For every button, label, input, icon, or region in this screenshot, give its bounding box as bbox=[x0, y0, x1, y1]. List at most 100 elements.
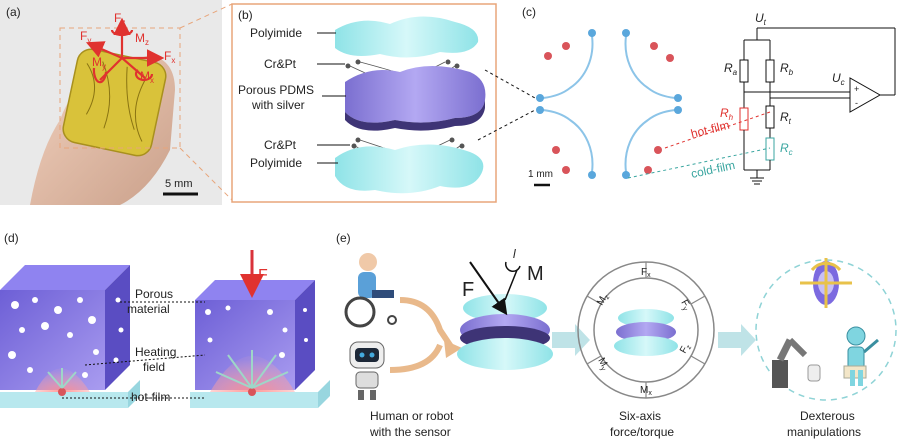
panel-c: (c) 1 mm hot-film cold-film bbox=[522, 5, 896, 187]
flow-arrowhead bbox=[444, 340, 462, 358]
panel-d-leaders bbox=[62, 301, 206, 399]
panel-e: (e) F M l bbox=[336, 231, 897, 439]
layer-crpt-top: Cr&Pt bbox=[264, 57, 297, 71]
mx-label: Mx bbox=[140, 69, 154, 85]
heat-arrows-left bbox=[47, 368, 77, 389]
zoom-line-bottom bbox=[179, 147, 233, 201]
robot-icon bbox=[349, 341, 385, 400]
flow-arrow-1 bbox=[552, 324, 590, 356]
sensor-on-finger bbox=[62, 48, 167, 157]
rb-label: Rb bbox=[780, 61, 794, 77]
caption-human-robot-1: Human or robot bbox=[370, 409, 454, 423]
wheel-my: My bbox=[595, 356, 612, 373]
porous-pdms-edge bbox=[345, 100, 485, 131]
hot-film-dot-right bbox=[248, 388, 256, 396]
caption-human-robot-2: with the sensor bbox=[369, 425, 451, 439]
cold-film-link bbox=[627, 147, 771, 179]
wheel-fz: Fz bbox=[678, 341, 693, 356]
base-plate-right-side bbox=[318, 380, 330, 408]
panel-e-label: (e) bbox=[336, 231, 351, 245]
fx-label: Fx bbox=[164, 49, 175, 65]
axis-arrows bbox=[85, 17, 165, 84]
panel-b: (b) Polyimide Cr&Pt Porous PDMS with sil… bbox=[231, 3, 536, 203]
car-toy bbox=[800, 258, 852, 308]
rc-label: Rc bbox=[780, 141, 793, 157]
panel-b-label: (b) bbox=[238, 8, 253, 22]
material-label: material bbox=[127, 302, 170, 316]
moment-curl bbox=[504, 261, 521, 272]
hot-film-d-label: hot-film bbox=[131, 390, 170, 404]
human-in-wheelchair bbox=[344, 253, 397, 328]
arm-length-label: l bbox=[513, 247, 516, 261]
red-pads bbox=[544, 42, 674, 174]
wheel-dividers bbox=[586, 262, 706, 398]
flow-arrow-human bbox=[399, 297, 455, 350]
amp-minus: - bbox=[855, 98, 858, 108]
base-plate-left bbox=[0, 392, 128, 408]
bottom-electrode-dots bbox=[351, 137, 465, 149]
hot-film-dot-left bbox=[58, 388, 66, 396]
caption-dexterous-1: Dexterous bbox=[800, 409, 855, 423]
wheel-fx: Fx bbox=[641, 267, 651, 279]
scale-bar-c-label: 1 mm bbox=[528, 169, 553, 180]
force-e-label: F bbox=[462, 279, 474, 301]
zoom-line-top bbox=[179, 3, 233, 29]
panel-a-label: (a) bbox=[6, 5, 21, 19]
uc-label: Uc bbox=[832, 71, 845, 87]
pores-right bbox=[205, 305, 308, 358]
my-label: My bbox=[92, 55, 106, 71]
blue-pads bbox=[536, 29, 682, 179]
wheel-fy: Fy bbox=[678, 298, 693, 313]
force-arrow-e bbox=[469, 261, 508, 316]
zoom-box bbox=[59, 27, 181, 149]
panel-d: (d) F bbox=[0, 231, 330, 408]
serpentine-electrodes bbox=[542, 35, 676, 173]
wheel-mx: Mx bbox=[640, 385, 652, 397]
moment-arm bbox=[504, 269, 518, 301]
rt-label: Rt bbox=[780, 110, 792, 126]
heating-label: Heating bbox=[135, 345, 176, 359]
layer-polyimide-top: Polyimide bbox=[250, 26, 302, 40]
cube-right-side bbox=[295, 280, 315, 390]
hot-film-label: hot-film bbox=[689, 118, 731, 141]
layer-leaders bbox=[317, 32, 350, 164]
cube-left-side bbox=[105, 265, 130, 390]
flow-arrow-2 bbox=[718, 324, 756, 356]
ut-label: Ut bbox=[755, 11, 767, 27]
cube-right-top bbox=[195, 280, 315, 300]
panel-c-label: (c) bbox=[522, 5, 536, 19]
wheel-mz: Mz bbox=[595, 291, 612, 308]
base-plate-left-side bbox=[128, 380, 140, 408]
porous-pdms-layer bbox=[345, 66, 486, 123]
heat-arrows-right bbox=[215, 350, 289, 389]
rh-label: Rh bbox=[720, 106, 734, 122]
top-electrode-dots bbox=[345, 59, 460, 69]
cube-left-top bbox=[0, 265, 130, 290]
robot-arm bbox=[772, 337, 821, 388]
applied-force-label: F bbox=[258, 267, 268, 284]
panel-a: (a) Fz Fy Fx Mz My Mx 5 mm bbox=[0, 0, 233, 205]
layer-crpt-bottom: Cr&Pt bbox=[264, 138, 297, 152]
base-plate-right bbox=[190, 392, 318, 408]
field-label: field bbox=[143, 360, 165, 374]
top-polyimide bbox=[335, 16, 479, 58]
amp-plus: + bbox=[854, 84, 859, 94]
caption-six-axis-2: force/torque bbox=[610, 425, 674, 439]
cold-film-label: cold-film bbox=[690, 158, 737, 181]
caption-dexterous-2: manipulations bbox=[787, 425, 861, 439]
wheel-sensor bbox=[614, 309, 678, 356]
bottom-polyimide bbox=[335, 144, 484, 194]
layer-with-silver: with silver bbox=[251, 98, 305, 112]
scale-bar-a-label: 5 mm bbox=[165, 178, 193, 190]
fz-label: Fz bbox=[114, 11, 125, 27]
sensor-traces bbox=[85, 61, 146, 142]
caption-six-axis-1: Six-axis bbox=[619, 409, 661, 423]
sensor-stack-e bbox=[457, 294, 553, 370]
link-line-bottom bbox=[477, 109, 536, 141]
flow-arrow-robot bbox=[389, 343, 443, 373]
ra-label: Ra bbox=[724, 61, 738, 77]
fy-label: Fy bbox=[80, 29, 91, 45]
humanoid-robot bbox=[843, 326, 879, 386]
